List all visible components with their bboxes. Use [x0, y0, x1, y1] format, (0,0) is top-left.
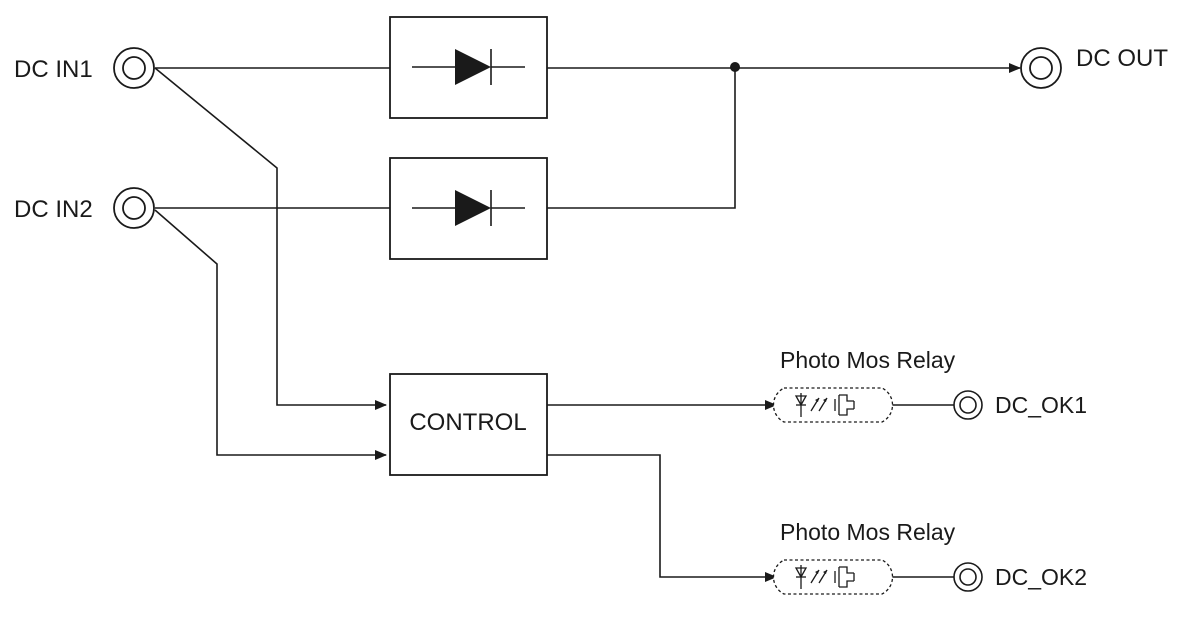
photo-mos-relay-2 [772, 559, 894, 595]
junction-dot [730, 62, 740, 72]
dc-in1-label: DC IN1 [14, 56, 93, 83]
terminal-dc-out [1020, 47, 1062, 89]
terminal-dc-in1 [113, 47, 155, 89]
terminal-dc-ok2 [953, 562, 983, 592]
diode-block-2 [389, 157, 548, 260]
photo-mos-relay-1 [772, 387, 894, 423]
dc-out-label: DC OUT [1076, 45, 1168, 72]
dc-in2-label: DC IN2 [14, 196, 93, 223]
wire-in2-control [154, 209, 387, 460]
diode-block-1 [389, 16, 548, 119]
wire-diode2-junction [547, 68, 736, 209]
wire-in1-control [154, 67, 387, 410]
terminal-dc-in2 [113, 187, 155, 229]
diode-icon [455, 190, 491, 226]
relay-2-label: Photo Mos Relay [780, 519, 956, 545]
relay-1-label: Photo Mos Relay [780, 347, 956, 373]
terminal-dc-ok1 [953, 390, 983, 420]
control-label: CONTROL [409, 409, 526, 436]
dc-ok1-label: DC_OK1 [995, 392, 1087, 418]
wire-control-relay2 [547, 454, 777, 582]
dc-ok2-label: DC_OK2 [995, 564, 1087, 590]
control-block: CONTROL [389, 373, 548, 476]
wires [154, 62, 1021, 582]
diode-icon [455, 49, 491, 85]
